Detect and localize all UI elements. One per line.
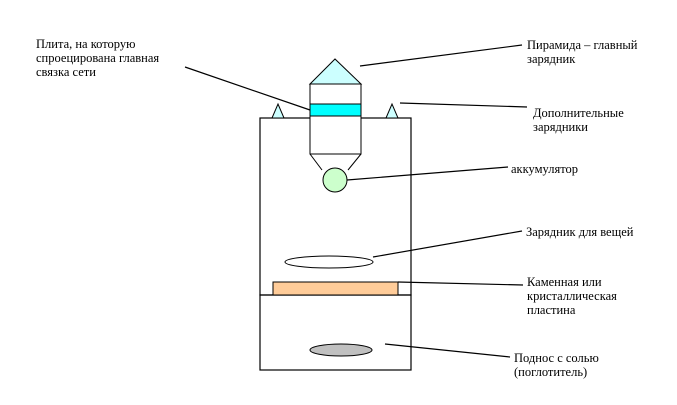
label-salt-tray: Поднос с солью (поглотитель) bbox=[514, 351, 599, 379]
stone-plate-rect bbox=[272, 281, 399, 296]
pyramid-main-charger bbox=[308, 58, 363, 85]
funnel-left bbox=[309, 153, 323, 171]
funnel-right bbox=[347, 153, 362, 171]
label-battery: аккумулятор bbox=[511, 162, 578, 176]
leader-extra bbox=[399, 102, 528, 108]
leader-tray bbox=[384, 343, 511, 358]
label-pyramid: Пирамида – главный зарядник bbox=[527, 38, 638, 66]
label-extra-chargers: Дополнительные зарядники bbox=[533, 106, 624, 134]
label-network-plate: Плита, на которую спроецирована главная … bbox=[36, 37, 160, 79]
network-plate bbox=[309, 103, 362, 117]
extra-charger-right bbox=[385, 102, 399, 119]
leader-charger bbox=[372, 230, 523, 258]
leader-pyramid bbox=[359, 44, 523, 67]
leader-battery bbox=[346, 166, 509, 181]
extra-charger-left bbox=[271, 102, 285, 119]
leader-plate bbox=[184, 66, 311, 111]
leader-stone bbox=[397, 281, 524, 286]
cabinet-lower bbox=[259, 294, 412, 371]
items-charger-ellipse bbox=[284, 255, 374, 269]
column-body bbox=[309, 115, 362, 155]
label-items-charger: Зарядник для вещей bbox=[526, 225, 634, 239]
label-stone-plate: Каменная или кристаллическая пластина bbox=[527, 275, 617, 317]
column-top bbox=[309, 83, 362, 105]
salt-tray-ellipse bbox=[309, 343, 373, 357]
battery-circle bbox=[322, 167, 348, 193]
